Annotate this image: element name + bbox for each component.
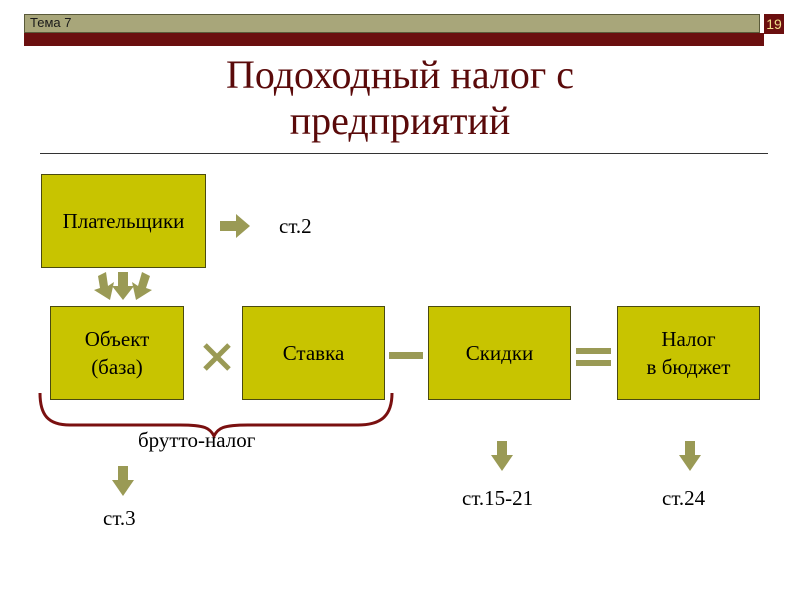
converging-arrows-icon — [94, 272, 152, 300]
slide-title: Подоходный налог с предприятий — [100, 52, 700, 144]
payers-box: Плательщики — [41, 174, 206, 268]
payers-article-ref: ст.2 — [279, 214, 312, 238]
topic-label: Тема 7 — [30, 15, 72, 30]
slide-number: 19 — [764, 14, 784, 34]
down-arrow-icon — [679, 441, 701, 471]
title-line-2: предприятий — [289, 98, 511, 143]
equals-icon — [576, 348, 611, 366]
tax-article-ref: ст.24 — [662, 486, 706, 510]
brace-icon — [38, 392, 394, 440]
down-arrow-icon — [112, 466, 134, 496]
rate-box: Ставка — [242, 306, 385, 400]
title-line-1: Подоходный налог с — [225, 52, 575, 97]
object-box: Объект (база) — [50, 306, 184, 400]
right-arrow-icon — [220, 214, 250, 238]
gross-tax-label: брутто-налог — [138, 428, 256, 452]
discounts-article-ref: ст.15-21 — [462, 486, 534, 510]
minus-icon — [389, 352, 423, 359]
multiply-icon — [203, 343, 231, 371]
object-article-ref: ст.3 — [103, 506, 136, 530]
down-arrow-icon — [491, 441, 513, 471]
header-bar — [24, 14, 760, 33]
tax-box: Налог в бюджет — [617, 306, 760, 400]
discounts-box: Скидки — [428, 306, 571, 400]
title-divider — [40, 153, 768, 154]
header-accent-bar — [24, 33, 764, 46]
